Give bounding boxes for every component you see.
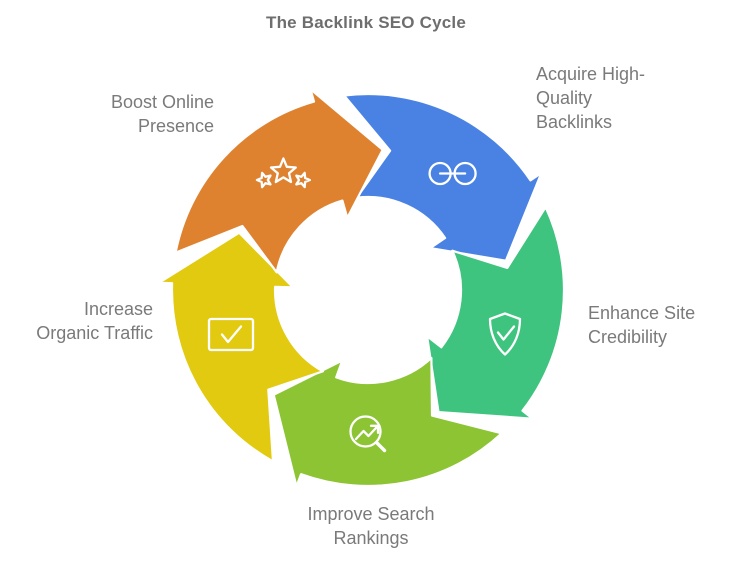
segment-label-boost-presence: Boost Online Presence [110,92,214,136]
segment-arrow-increase-traffic [158,231,324,463]
segment-arrow-improve-rankings [272,356,503,488]
segment-label-improve-rankings: Improve Search Rankings [307,504,435,548]
search-trend-icon [349,415,387,453]
stars-icon [255,157,312,189]
segment-label-increase-traffic: Increase Organic Traffic [36,299,153,343]
segment-label-acquire-backlinks: Acquire High-Quality Backlinks [536,64,646,132]
segment-arrow-acquire-backlinks [343,92,543,262]
page-title: The Backlink SEO Cycle [266,13,466,32]
checkbox-icon [207,317,255,352]
segment-label-enhance-credibility: Enhance Site Credibility [588,303,696,347]
shield-check-icon [488,312,522,356]
link-icon [428,161,477,186]
segment-arrow-enhance-credibility [426,206,566,420]
